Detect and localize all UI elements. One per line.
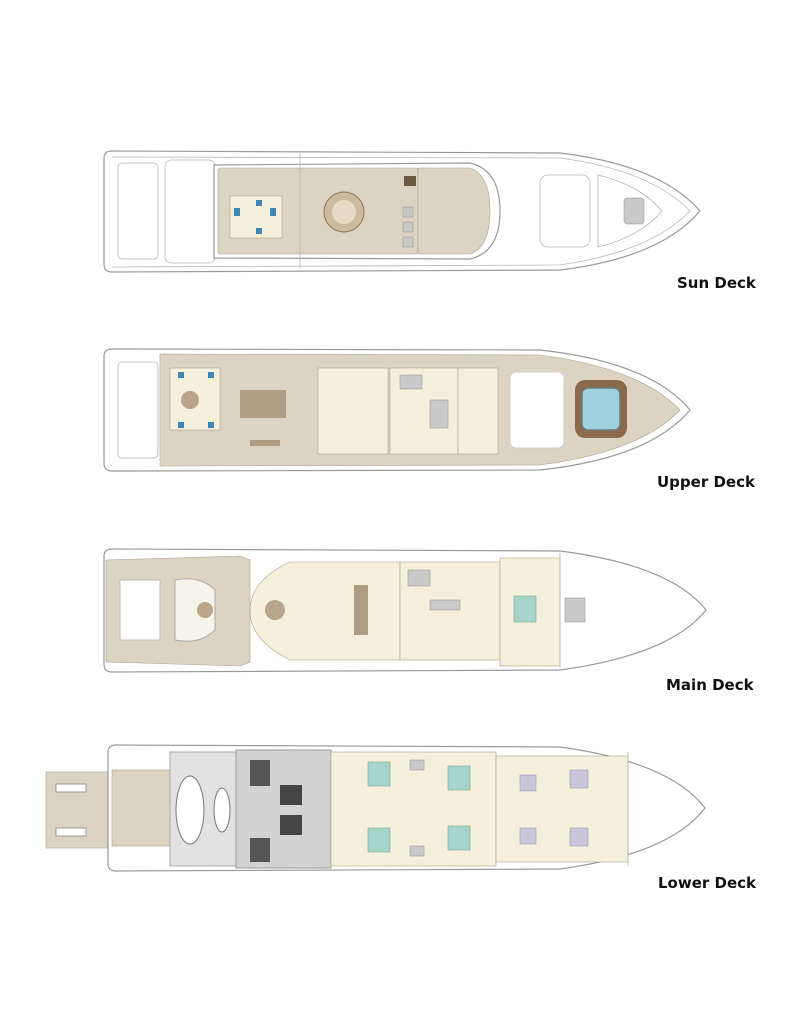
deck-label-upper: Upper Deck [657, 473, 756, 491]
upper-deck-plan [103, 348, 691, 472]
deck-label-main: Main Deck [666, 676, 755, 694]
lower-deck-plan [45, 744, 706, 872]
main-deck-plan [103, 548, 707, 673]
deck-label-lower: Lower Deck [658, 874, 757, 892]
deck-label-sun: Sun Deck [677, 274, 757, 292]
sun-deck-plan [103, 150, 701, 273]
